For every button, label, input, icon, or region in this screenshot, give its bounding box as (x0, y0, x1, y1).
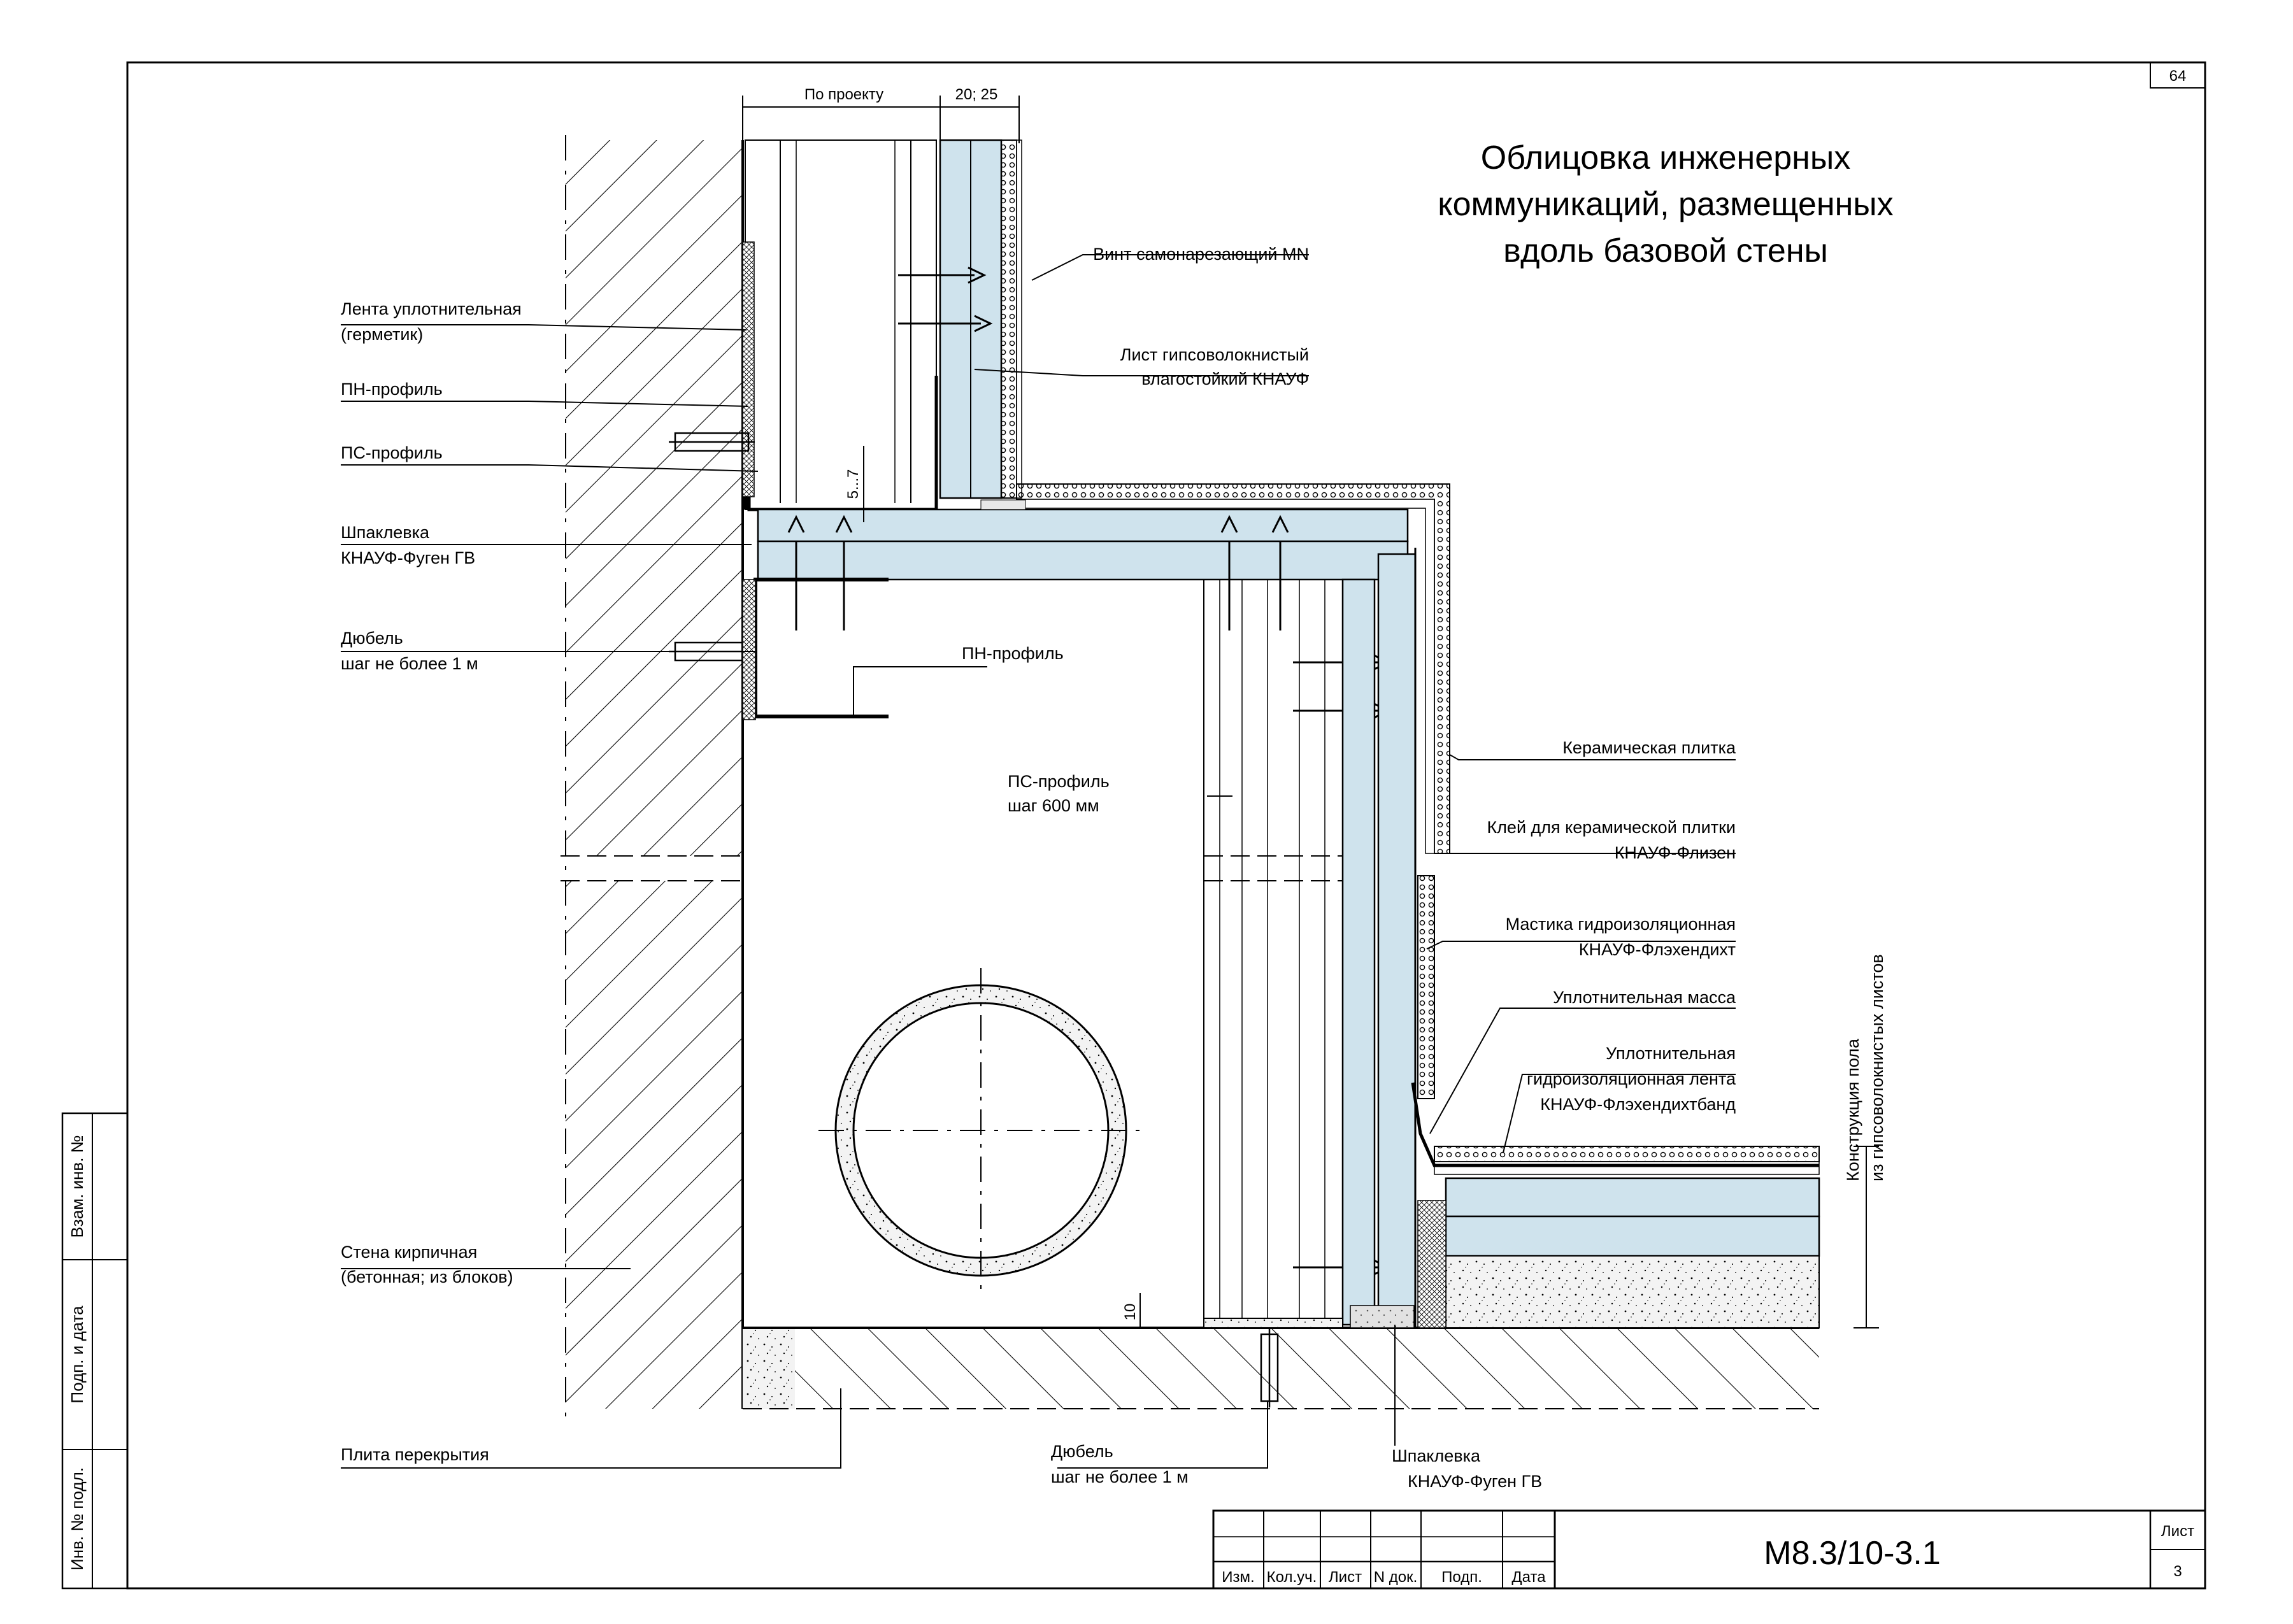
dim-floor-gap: 10 (1122, 1304, 1139, 1321)
label-dowel-bottom-2: шаг не более 1 м (1051, 1467, 1189, 1486)
tb-col-change: Изм. (1222, 1569, 1254, 1586)
floor-layers (1203, 1082, 1879, 1328)
leader-lines (341, 254, 1736, 1469)
brick-wall (561, 135, 744, 1423)
label-sealing-tape-2: (герметик) (341, 325, 423, 344)
label-brick-wall-2: (бетонная; из блоков) (341, 1267, 513, 1286)
label-floor-construction-1: Конструкция пола (1843, 1038, 1862, 1181)
label-waterproof-tape-2: гидроизоляционная лента (1527, 1069, 1736, 1088)
label-dowel-top-2: шаг не более 1 м (341, 654, 478, 673)
label-waterproof-tape-3: КНАУФ-Флэхендихтбанд (1540, 1095, 1736, 1114)
label-ceramic-tile: Керамическая плитка (1562, 738, 1736, 757)
label-gvl-sheet-2: влагостойкий КНАУФ (1141, 369, 1309, 388)
gvl-board-horizontal (757, 499, 1409, 581)
label-floor-slab: Плита перекрытия (341, 1445, 489, 1464)
sheet-frame (126, 61, 2206, 1590)
label-ps-profile-center-2: шаг 600 мм (1008, 796, 1099, 815)
tb-sheet-label: Лист (2161, 1523, 2194, 1540)
side-stamp-orig-inv: Инв. № подл. (68, 1467, 87, 1571)
label-putty-top-2: КНАУФ-Фуген ГВ (341, 548, 475, 567)
gvl-board-vertical-top (939, 139, 1022, 499)
dim-by-project: По проекту (804, 86, 883, 103)
pn-profile-center-shape (742, 578, 889, 720)
tb-col-date: Дата (1511, 1569, 1546, 1586)
label-sealing-tape-1: Лента уплотнительная (341, 299, 522, 318)
title-block: Изм. Кол.уч. Лист N док. Подп. Дата М8.3… (1212, 1509, 2206, 1590)
dim-gap: 5...7 (845, 469, 862, 499)
tb-sheet-value: 3 (2173, 1563, 2182, 1580)
label-sealing-mass: Уплотнительная масса (1553, 988, 1736, 1007)
label-dowel-top-1: Дюбель (341, 629, 403, 648)
label-pn-profile-center: ПН-профиль (962, 644, 1064, 663)
side-stamp: Взам. инв. № Подп. и дата Инв. № подл. (61, 1112, 129, 1590)
side-stamp-replace-inv: Взам. инв. № (68, 1135, 87, 1237)
title-line-1: Облицовка инженерных (1481, 139, 1850, 176)
label-tile-glue-1: Клей для керамической плитки (1487, 818, 1736, 837)
label-floor-construction-2: из гипсоволокнистых листов (1868, 954, 1887, 1181)
sheet-number-box (2150, 62, 2206, 89)
side-stamp-sign-date: Подп. и дата (68, 1306, 87, 1404)
pipe (818, 968, 1143, 1293)
title-line-2: коммуникаций, размещенных (1438, 186, 1893, 223)
label-putty-top-1: Шпаклевка (341, 523, 430, 542)
label-brick-wall-1: Стена кирпичная (341, 1243, 477, 1262)
tb-col-count: Кол.уч. (1267, 1569, 1317, 1586)
tb-col-doc: N док. (1374, 1569, 1418, 1586)
labels: Лента уплотнительная (герметик) ПН-профи… (341, 245, 1887, 1491)
dim-thickness: 20; 25 (955, 86, 998, 103)
label-gvl-sheet-1: Лист гипсоволокнистый (1120, 345, 1309, 364)
label-tile-glue-2: КНАУФ-Флизен (1615, 843, 1736, 862)
upper-frame (742, 139, 938, 511)
drawing-title: Облицовка инженерных коммуникаций, разме… (1438, 139, 1893, 269)
label-mastic-2: КНАУФ-Флэхендихт (1579, 940, 1736, 959)
sheet-number-top: 64 (2169, 68, 2187, 85)
label-pn-profile-left: ПН-профиль (341, 380, 443, 399)
label-waterproof-tape-1: Уплотнительная (1606, 1044, 1736, 1063)
label-mastic-1: Мастика гидроизоляционная (1506, 915, 1736, 934)
vertical-studs (1203, 579, 1343, 1319)
label-screw: Винт самонарезающий MN (1093, 245, 1309, 264)
label-ps-profile-center-1: ПС-профиль (1008, 772, 1110, 791)
label-putty-bottom-2: КНАУФ-Фуген ГВ (1408, 1472, 1542, 1491)
floor-slab (743, 1327, 1819, 1409)
title-line-3: вдоль базовой стены (1503, 232, 1828, 269)
dimensions (742, 96, 1141, 1328)
tb-col-sign: Подп. (1441, 1569, 1482, 1586)
doc-code: М8.3/10-3.1 (1764, 1535, 1941, 1572)
label-ps-profile-left: ПС-профиль (341, 443, 443, 462)
label-dowel-bottom-1: Дюбель (1051, 1442, 1113, 1461)
tb-col-sheet: Лист (1329, 1569, 1362, 1586)
label-putty-bottom-1: Шпаклевка (1392, 1446, 1481, 1465)
